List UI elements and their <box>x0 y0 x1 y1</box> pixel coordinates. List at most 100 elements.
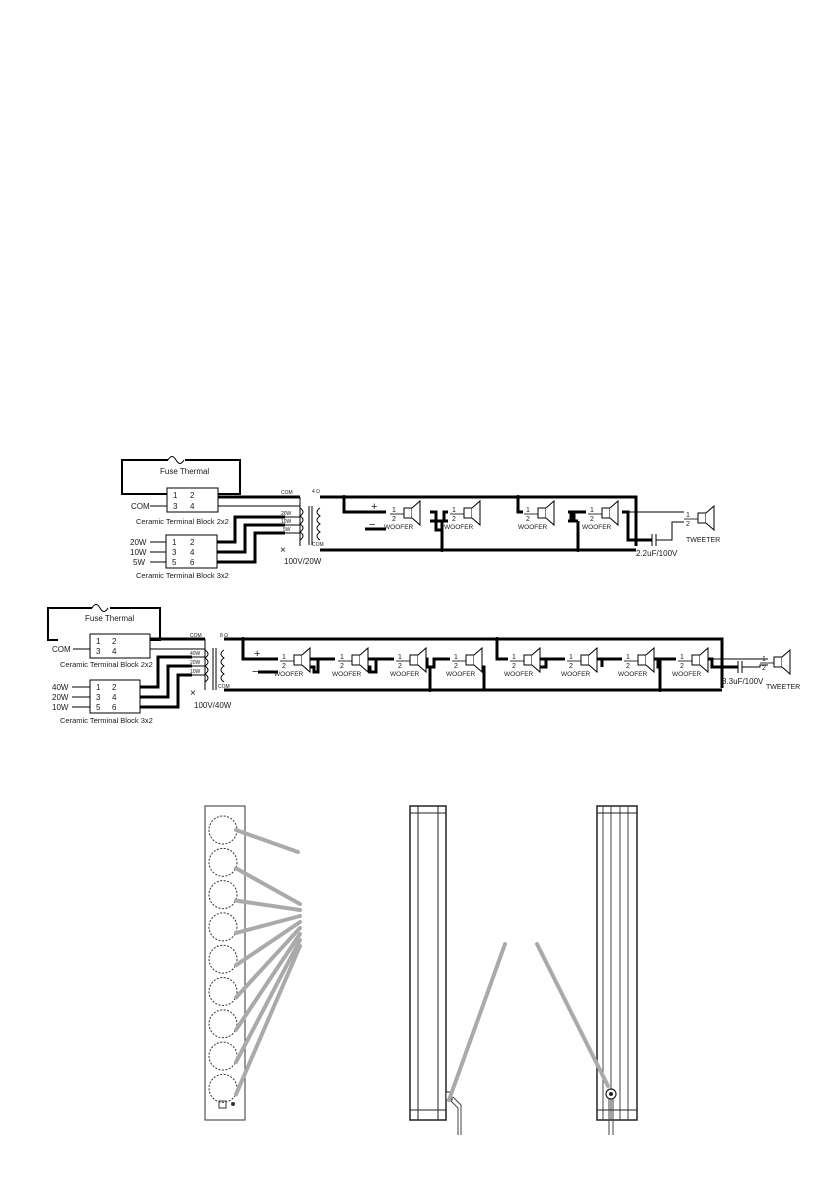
speaker-magnet <box>523 654 533 666</box>
wire <box>310 657 335 674</box>
speaker-magnet <box>691 654 701 666</box>
bus-top <box>224 637 724 688</box>
pin: 2 <box>569 663 573 670</box>
fuse-symbol <box>91 604 109 612</box>
woofer-label: WOOFER <box>582 524 612 531</box>
wire <box>708 657 738 669</box>
speaker-cone <box>781 648 791 676</box>
woofer-label: WOOFER <box>384 524 414 531</box>
woofer-label: WOOFER <box>446 671 476 678</box>
pin: 2 <box>452 516 456 523</box>
woofer-driver <box>208 1009 238 1039</box>
terminal-block-2x2 <box>166 487 219 513</box>
leader-line <box>234 920 302 968</box>
leader-line <box>234 828 300 854</box>
terminal-block-3x2 <box>165 534 218 569</box>
woofer-driver <box>208 977 238 1006</box>
pin: 1 <box>526 507 530 514</box>
pin: 3 <box>173 502 178 511</box>
polarity-minus: − <box>252 666 258 678</box>
pin: 2 <box>762 665 766 672</box>
tap-label: COM <box>190 633 202 639</box>
secondary-coil <box>220 649 225 683</box>
terminal-caption: Ceramic Terminal Block 2x2 <box>136 517 229 526</box>
woofer-label: WOOFER <box>518 524 548 531</box>
wire <box>495 639 508 661</box>
tap-label: 20W <box>281 511 292 517</box>
leader-line <box>234 898 302 912</box>
impedance-label: 4 Ω <box>312 489 320 495</box>
woofer-driver <box>208 1073 238 1103</box>
tweeter-driver <box>208 815 238 845</box>
wire <box>342 497 386 514</box>
primary-coil <box>299 507 304 541</box>
pin: 2 <box>398 663 402 670</box>
pin: 1 <box>626 654 630 661</box>
pin: 3 <box>96 693 101 702</box>
polarity-minus: − <box>369 519 375 531</box>
speaker-cone <box>471 499 481 527</box>
transformer-rating: 100V/20W <box>284 557 322 566</box>
wire <box>656 521 684 541</box>
pin: 1 <box>282 654 286 661</box>
screw <box>231 1102 235 1106</box>
pin: 2 <box>626 663 630 670</box>
capacitor-label: 2.2uF/100V <box>636 549 678 558</box>
back-rail-lines <box>602 806 629 1120</box>
woofer-label: WOOFER <box>444 524 474 531</box>
tap-label: 5W <box>133 558 145 567</box>
speaker-cone <box>531 646 541 674</box>
tap-label: COM <box>218 684 230 690</box>
speaker-cone <box>359 646 369 674</box>
woofer-driver <box>208 880 238 910</box>
diagram-2: Fuse Thermal 1 2 3 4 COM Ceramic Termina… <box>47 604 800 725</box>
pin: 1 <box>172 538 177 547</box>
speaker-cone <box>609 499 619 527</box>
pin: 1 <box>680 654 684 661</box>
woofer-driver <box>208 1041 238 1071</box>
wire-tap2 <box>140 664 192 699</box>
leader-line <box>234 866 302 906</box>
pin: 1 <box>686 512 690 519</box>
leader-line <box>234 926 302 1000</box>
speaker-magnet <box>463 507 473 519</box>
speaker-cone <box>417 646 427 674</box>
front-view <box>204 805 302 1121</box>
tap-label: 10W <box>52 703 69 712</box>
terminal-block-2x2 <box>89 633 151 659</box>
speaker-magnet <box>403 507 413 519</box>
wire-tap1 <box>217 515 285 544</box>
leader-lines <box>234 828 302 1097</box>
capacitor-label: 3.3uF/100V <box>722 677 764 686</box>
cable <box>449 1096 462 1135</box>
woofer-label: WOOFER <box>390 671 420 678</box>
wire <box>440 519 448 550</box>
woofer-group: 12WOOFER12WOOFER12WOOFER12WOOFER12WOOFER… <box>274 646 709 678</box>
wire <box>653 657 676 690</box>
terminal-caption: Ceramic Terminal Block 3x2 <box>136 571 229 580</box>
pin: 1 <box>454 654 458 661</box>
pin: 2 <box>392 516 396 523</box>
com-label: COM <box>131 502 150 511</box>
pin: 1 <box>569 654 573 661</box>
pin: 2 <box>190 538 195 547</box>
wire <box>568 510 586 523</box>
pin: 1 <box>398 654 402 661</box>
speaker-magnet <box>465 654 475 666</box>
wire-tap1 <box>140 655 192 689</box>
pin: 2 <box>686 521 690 528</box>
driver-column <box>208 815 238 1103</box>
side-cabinet <box>409 805 447 1121</box>
terminal-caption: Ceramic Terminal Block 3x2 <box>60 716 153 725</box>
wire-tap3 <box>140 673 192 709</box>
speaker-cone <box>411 499 421 527</box>
woofer-label: WOOFER <box>332 671 362 678</box>
speaker-cone <box>645 646 655 674</box>
pin: 2 <box>112 683 117 692</box>
